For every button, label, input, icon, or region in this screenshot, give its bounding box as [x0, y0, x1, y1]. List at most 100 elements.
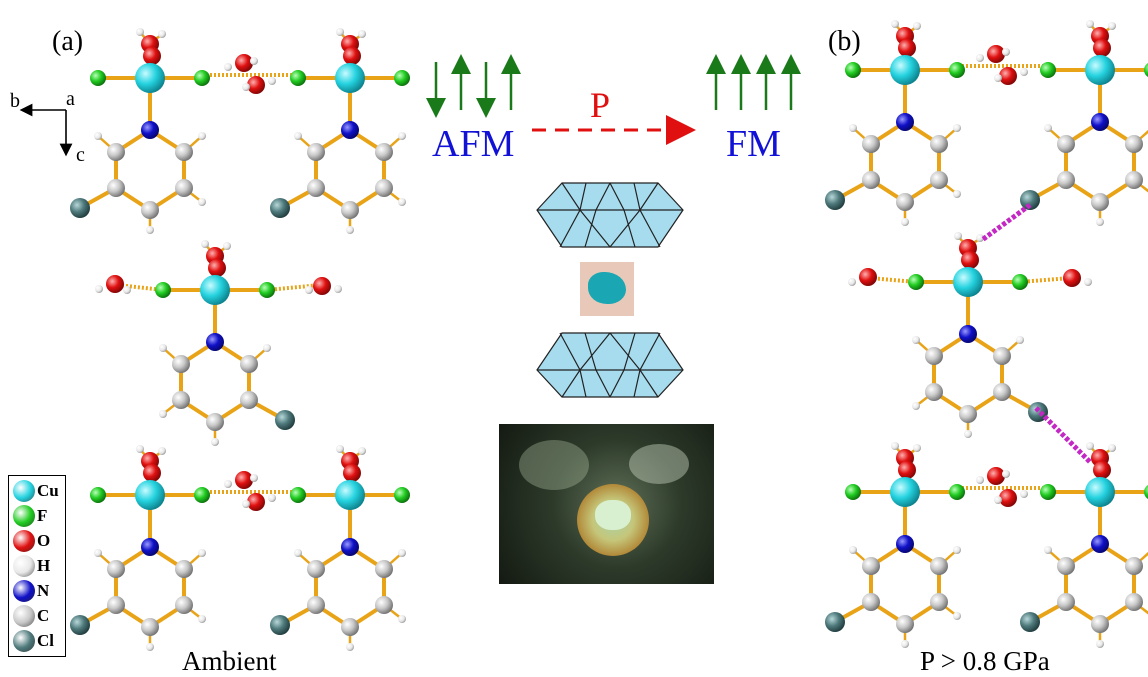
- atom-f: [1012, 274, 1028, 290]
- legend-item-h: H: [13, 554, 50, 578]
- atom-c: [206, 413, 224, 431]
- fm-spin-arrows: [706, 54, 801, 110]
- atom-h: [891, 20, 899, 28]
- atom-c: [993, 383, 1011, 401]
- atom-h: [336, 445, 344, 453]
- atom-cu: [135, 480, 165, 510]
- atom-f: [394, 487, 410, 503]
- atom-h: [912, 402, 920, 410]
- atom-o: [143, 464, 161, 482]
- panel-b-label: (b): [828, 26, 861, 57]
- atom-h: [159, 344, 167, 352]
- atom-h: [1044, 124, 1052, 132]
- atom-h: [1020, 490, 1028, 498]
- axis-b-label: b: [10, 90, 20, 112]
- atom-o: [898, 461, 916, 479]
- atom-cl: [1020, 612, 1040, 632]
- atom-c: [959, 405, 977, 423]
- hydrogen-bond: [266, 283, 321, 292]
- atom-h: [242, 83, 250, 91]
- atom-h: [848, 278, 856, 286]
- axis-a-label: a: [66, 88, 75, 110]
- legend-swatch: [13, 580, 35, 602]
- atom-cl: [70, 198, 90, 218]
- atom-o: [1093, 461, 1111, 479]
- atom-cl: [270, 198, 290, 218]
- atom-h: [158, 447, 166, 455]
- atom-f: [194, 70, 210, 86]
- lower-anvil: [536, 332, 684, 398]
- atom-h: [346, 643, 354, 651]
- atom-cl: [275, 410, 295, 430]
- atom-c: [141, 201, 159, 219]
- atom-cu: [890, 477, 920, 507]
- atom-n: [141, 121, 159, 139]
- atom-c: [375, 179, 393, 197]
- atom-n: [959, 325, 977, 343]
- atom-h: [201, 240, 209, 248]
- atom-c: [862, 593, 880, 611]
- atom-h: [1016, 336, 1024, 344]
- legend-item-cl: Cl: [13, 629, 54, 653]
- atom-c: [1125, 135, 1143, 153]
- atom-h: [849, 546, 857, 554]
- atom-f: [1144, 485, 1148, 499]
- atom-c: [172, 355, 190, 373]
- atom-c: [375, 143, 393, 161]
- atom-h: [146, 643, 154, 651]
- axis-indicator: [19, 103, 73, 157]
- atom-f: [394, 70, 410, 86]
- legend-label: N: [37, 581, 50, 600]
- crystal-sample-photo: [580, 262, 634, 316]
- atom-f: [949, 62, 965, 78]
- atom-c: [307, 596, 325, 614]
- atom-h: [242, 500, 250, 508]
- atom-h: [198, 615, 206, 623]
- light-flare: [519, 440, 589, 490]
- atom-cu: [335, 480, 365, 510]
- legend-swatch: [13, 480, 35, 502]
- atom-h: [976, 476, 984, 484]
- atom-c: [1125, 593, 1143, 611]
- atom-n: [341, 538, 359, 556]
- atom-cu: [1085, 55, 1115, 85]
- atom-h: [294, 132, 302, 140]
- atom-h: [1002, 470, 1010, 478]
- atom-h: [1096, 640, 1104, 648]
- atom-h: [913, 22, 921, 30]
- atom-o: [859, 268, 877, 286]
- atom-h: [913, 444, 921, 452]
- atom-o: [987, 45, 1005, 63]
- atom-n: [341, 121, 359, 139]
- legend-item-c: C: [13, 604, 49, 628]
- atom-h: [94, 549, 102, 557]
- atom-cu: [335, 63, 365, 93]
- atom-h: [398, 198, 406, 206]
- atom-f: [908, 274, 924, 290]
- atom-h: [198, 549, 206, 557]
- atom-f: [1144, 63, 1148, 77]
- atom-f: [90, 70, 106, 86]
- ambient-caption: Ambient: [182, 646, 277, 676]
- legend-label: O: [37, 531, 51, 550]
- atom-cu: [1085, 477, 1115, 507]
- atom-h: [1086, 20, 1094, 28]
- atom-h: [953, 190, 961, 198]
- atom-h: [198, 132, 206, 140]
- atom-h: [1108, 22, 1116, 30]
- halogen-interaction: [1034, 406, 1092, 464]
- atom-h: [136, 28, 144, 36]
- atom-c: [341, 201, 359, 219]
- atom-c: [1057, 593, 1075, 611]
- atom-c: [307, 143, 325, 161]
- atom-o: [1093, 39, 1111, 57]
- atom-f: [194, 487, 210, 503]
- atom-c: [172, 391, 190, 409]
- atom-c: [107, 560, 125, 578]
- atom-n: [1091, 113, 1109, 131]
- panel-a-label: (a): [52, 26, 84, 57]
- atom-h: [94, 132, 102, 140]
- atom-cu: [200, 275, 230, 305]
- legend-swatch: [13, 630, 35, 652]
- atom-h: [305, 286, 313, 294]
